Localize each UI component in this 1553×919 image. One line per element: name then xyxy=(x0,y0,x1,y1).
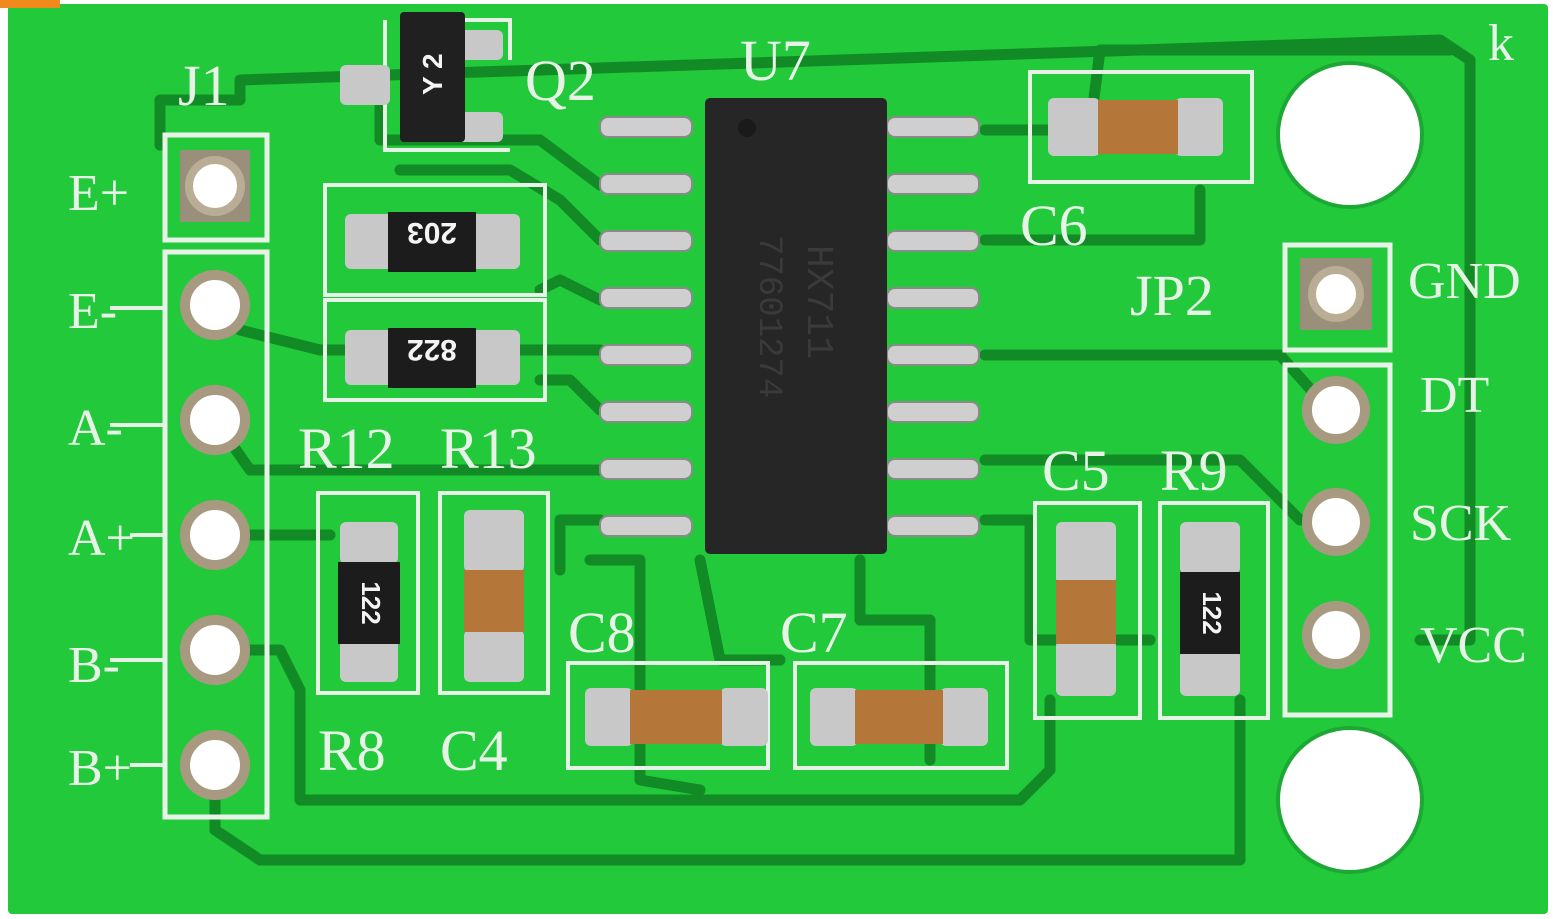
chip-pin xyxy=(886,515,980,537)
chip-pin xyxy=(886,230,980,252)
resistor-marking-r12: 203 xyxy=(407,216,457,249)
j1-pin-label-2: E- xyxy=(68,283,117,340)
j1-pin-label-3: A- xyxy=(68,400,123,457)
chip-pin xyxy=(886,173,980,195)
r12-r13-block xyxy=(323,183,547,402)
chip-pin xyxy=(886,116,980,138)
r9-resistor xyxy=(1158,501,1270,720)
orange-corner xyxy=(0,0,60,8)
jp2-pin-label-3: SCK xyxy=(1410,495,1512,552)
c7-capacitor xyxy=(793,661,1009,770)
resistor-marking-r8: 122 xyxy=(356,581,386,624)
chip-pins xyxy=(599,116,980,537)
chip-pin xyxy=(599,116,693,138)
mounting-hole-top xyxy=(1276,61,1424,209)
label-c6: C6 xyxy=(1020,193,1088,258)
j1-pin-label-1: E+ xyxy=(68,165,129,222)
j1-header xyxy=(110,132,270,820)
c6-capacitor xyxy=(1028,70,1254,184)
chip-pin xyxy=(886,287,980,309)
jp2-pad-dt xyxy=(1302,376,1370,444)
corner-mark: k xyxy=(1488,15,1514,72)
silkscreen-labels: k J1 Q2 U7 C6 JP2 R12 R13 R8 C4 C8 C7 C5… xyxy=(68,15,1527,797)
label-r8: R8 xyxy=(318,718,386,783)
label-j1: J1 xyxy=(178,53,230,118)
jp2-pad-vcc xyxy=(1302,601,1370,669)
j1-pin-label-6: B+ xyxy=(68,740,132,797)
j1-pin-label-5: B- xyxy=(68,637,120,694)
transistor-marking: Y 2 xyxy=(417,53,448,95)
r8-resistor xyxy=(316,491,420,695)
label-r13: R13 xyxy=(440,416,537,481)
label-q2: Q2 xyxy=(525,48,596,113)
jp2-pin-label-4: VCC xyxy=(1420,617,1527,674)
chip-pin xyxy=(886,344,980,366)
chip-marking-line2: 77601274 xyxy=(749,235,787,398)
label-c8: C8 xyxy=(568,600,636,665)
chip-pin xyxy=(886,401,980,423)
j1-pad-a-minus xyxy=(180,385,250,455)
jp2-header xyxy=(1282,242,1393,718)
j1-pin-label-4: A+ xyxy=(68,510,135,567)
j1-pad-a-plus xyxy=(180,500,250,570)
mounting-hole-bottom xyxy=(1276,726,1424,874)
chip-marking-line1: HX711 xyxy=(796,245,839,359)
chip-pin xyxy=(599,287,693,309)
label-jp2: JP2 xyxy=(1130,263,1214,328)
chip-pin xyxy=(599,515,693,537)
c8-capacitor xyxy=(566,661,770,770)
chip-pin xyxy=(599,173,693,195)
label-u7: U7 xyxy=(740,28,811,93)
label-r9: R9 xyxy=(1160,438,1228,503)
chip-pin xyxy=(599,344,693,366)
c4-capacitor xyxy=(438,491,550,695)
resistor-marking-r13: 822 xyxy=(407,333,457,366)
resistor-marking-r9: 122 xyxy=(1197,591,1227,634)
jp2-pad-sck xyxy=(1302,488,1370,556)
copper-traces xyxy=(154,34,1476,866)
jp2-pin-label-2: DT xyxy=(1420,367,1489,424)
chip-pin xyxy=(599,401,693,423)
j1-pad-b-plus xyxy=(180,730,250,800)
j1-pad-e-minus xyxy=(180,270,250,340)
chip-pin xyxy=(599,230,693,252)
j1-pad-e-plus xyxy=(185,156,245,216)
jp2-pad-gnd xyxy=(1308,266,1364,322)
chip-pin xyxy=(886,458,980,480)
q2-transistor xyxy=(340,12,512,152)
jp2-pin-label-1: GND xyxy=(1408,253,1521,310)
u7-chip xyxy=(599,98,980,554)
label-c5: C5 xyxy=(1042,438,1110,503)
label-c4: C4 xyxy=(440,718,508,783)
label-r12: R12 xyxy=(298,416,395,481)
j1-pad-b-minus xyxy=(180,615,250,685)
chip-pin xyxy=(599,458,693,480)
label-c7: C7 xyxy=(780,600,848,665)
c5-capacitor xyxy=(1033,501,1142,720)
